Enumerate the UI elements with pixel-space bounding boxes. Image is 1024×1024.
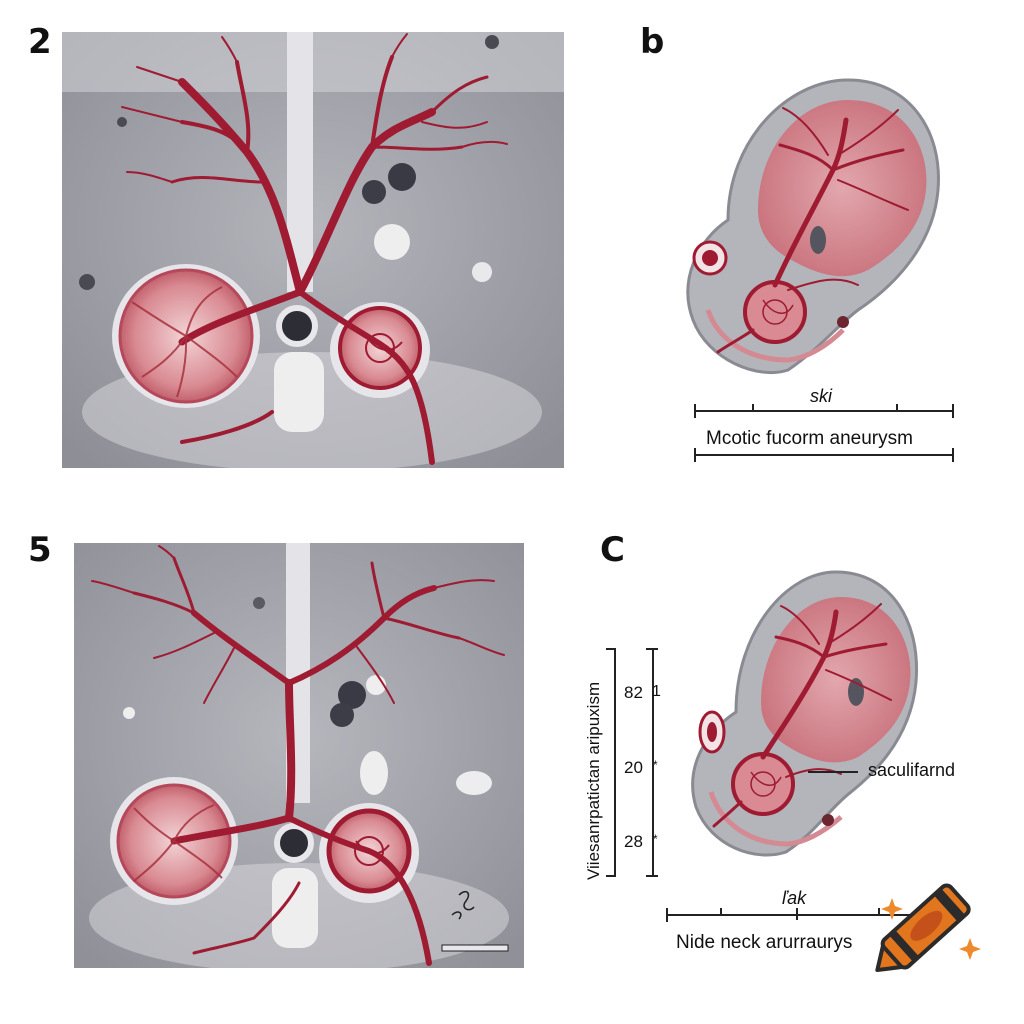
fetal-section-bottom-right-illustration — [691, 570, 919, 857]
side-bracket-bottom-right — [606, 648, 616, 877]
fetal-section-bottom-right — [676, 562, 946, 872]
tick-mark-2: * — [653, 832, 658, 846]
scale-bar-top-right — [694, 404, 954, 418]
tick-label-2: 28 — [624, 832, 643, 851]
scale-label-top-right: ski — [810, 386, 832, 406]
scale-bar-bottom-right — [666, 908, 916, 922]
panel-label-2: 2 — [28, 22, 52, 62]
caption-top-right: Mcotic fucorm aneurysm — [706, 428, 913, 449]
ct-scan-top-left-illustration — [62, 32, 564, 468]
caption-bracket-top-right — [694, 448, 954, 462]
tick-label-1: 20 — [624, 758, 643, 777]
ct-scan-bottom-left-illustration — [74, 543, 524, 968]
fetal-section-top-right-illustration — [686, 78, 940, 375]
side-label-bottom-right: Viiesanrpatictan aripuxism — [584, 681, 603, 880]
fetal-section-top-right — [668, 60, 968, 390]
tick-mark-0: 1 — [652, 683, 661, 700]
ct-scan-top-left — [62, 32, 564, 468]
callout-line — [808, 771, 858, 773]
tick-mark-1: * — [653, 758, 658, 772]
vertical-axis-bottom-right — [646, 648, 660, 877]
crayon-icon — [862, 868, 992, 988]
tick-label-0: 82 — [624, 683, 643, 702]
panel-label-b: b — [640, 22, 665, 62]
panel-label-5: 5 — [28, 530, 52, 570]
ct-scan-bottom-left — [74, 543, 524, 968]
caption-bottom-right: Nide neck arurraurys — [676, 932, 853, 953]
panel-label-c: C — [600, 530, 625, 570]
scale-label-bottom-right: ľak — [782, 888, 807, 908]
callout-label: saculifarnd — [868, 760, 956, 780]
